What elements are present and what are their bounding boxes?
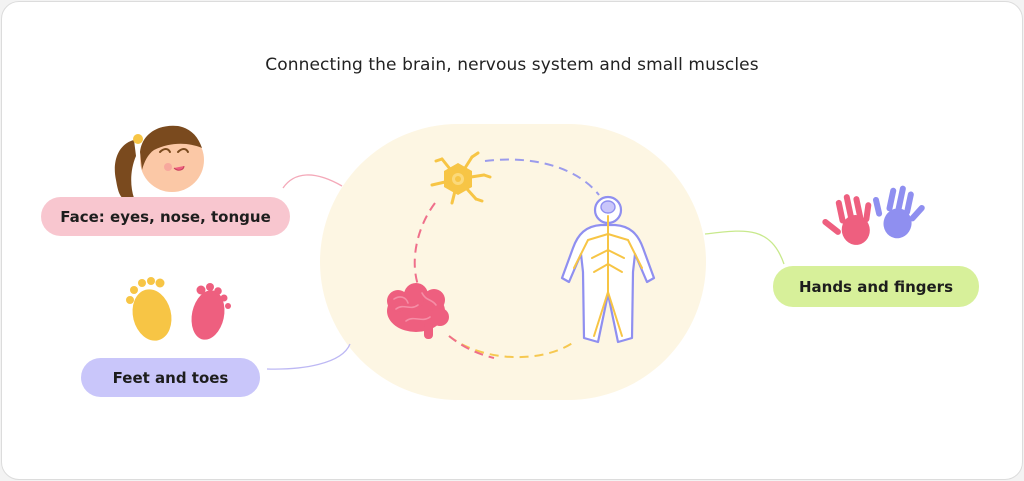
feet-connector [266,343,351,370]
hands-connector [704,230,785,265]
brain-icon [387,283,449,339]
cycle-arc-bottom [448,335,575,358]
footprints-icon [126,277,231,341]
hands-label: Hands and fingers [773,266,979,307]
girl-face-icon [114,125,204,200]
feet-label: Feet and toes [81,358,260,397]
cycle-arc-left [413,202,436,286]
body-nervous-system-icon [560,195,656,344]
cycle-arc-top [484,158,600,196]
face-connector [282,174,343,189]
neuron-icon [430,151,492,205]
face-label: Face: eyes, nose, tongue [41,197,290,236]
handprints-icon [822,185,925,245]
diagram-title: Connecting the brain, nervous system and… [265,55,759,75]
